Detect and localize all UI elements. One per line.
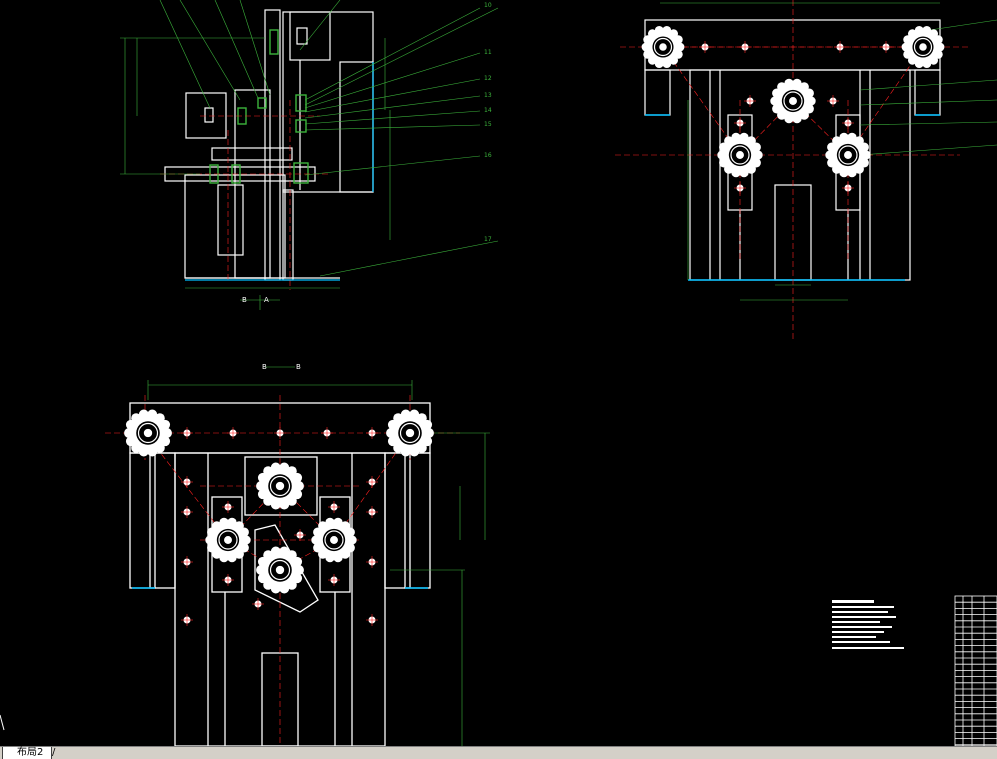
sprocket-icon: [770, 78, 816, 124]
bolt-hole: [274, 427, 286, 439]
sprocket-icon: [205, 517, 251, 563]
bolt-hole: [181, 506, 193, 518]
bolt-hole: [366, 556, 378, 568]
leader-label: 16: [484, 152, 492, 159]
leader-label: 12: [484, 75, 492, 82]
leader-label: 15: [484, 121, 492, 128]
bolt-hole: [366, 476, 378, 488]
bolt-hole: [827, 95, 839, 107]
crosshair-cursor-icon: [0, 714, 5, 731]
bolt-hole: [842, 182, 854, 194]
sprocket-icon: [641, 26, 685, 68]
bolt-hole: [699, 41, 711, 53]
leader-label: 11: [484, 49, 492, 56]
leader-label: 13: [484, 92, 492, 99]
front-view-dimensions: [660, 2, 997, 301]
sprocket-icon: [825, 132, 871, 178]
bolt-hole-group: [181, 41, 892, 626]
tab-divider: /: [52, 747, 56, 758]
bolt-hole: [842, 117, 854, 129]
sprocket-group: [124, 26, 945, 594]
bolt-hole: [734, 117, 746, 129]
bolt-hole: [366, 614, 378, 626]
sprocket-icon: [717, 132, 763, 178]
bolt-hole: [252, 598, 264, 610]
side-view-leaders: [120, 0, 499, 310]
side-view-top-left: [164, 9, 374, 281]
bolt-hole: [321, 427, 333, 439]
tab-layout2[interactable]: 布局2: [2, 747, 53, 759]
bolt-hole: [834, 41, 846, 53]
bolt-hole: [328, 574, 340, 586]
section-title-left: B: [262, 363, 267, 371]
bolt-hole: [744, 95, 756, 107]
bolt-hole: [880, 41, 892, 53]
technical-requirements-note: [832, 600, 904, 649]
bolt-hole: [181, 556, 193, 568]
sprocket-icon: [124, 409, 172, 457]
bolt-hole: [222, 574, 234, 586]
section-view-dimensions: [147, 366, 490, 746]
sprocket-icon: [386, 409, 434, 457]
bolt-hole: [739, 41, 751, 53]
layout-tab-bar: 布局2 /: [0, 746, 997, 759]
section-label-a: A: [264, 296, 269, 304]
sprocket-icon: [901, 26, 945, 68]
bolt-hole: [366, 506, 378, 518]
section-label-b: B: [242, 296, 247, 304]
bolt-hole: [328, 501, 340, 513]
sprocket-icon: [256, 462, 304, 510]
side-view-leader-labels: 10 11 12 13 14 15 16 17 B A: [242, 2, 492, 304]
leader-label: 17: [484, 236, 492, 243]
bolt-hole: [222, 501, 234, 513]
parts-list-table: [954, 595, 997, 746]
leader-label: 10: [484, 2, 492, 9]
bolt-hole: [294, 529, 306, 541]
bolt-hole: [181, 427, 193, 439]
bolt-hole: [181, 614, 193, 626]
leader-label: 14: [484, 107, 492, 114]
sprocket-icon: [256, 546, 304, 594]
bolt-hole: [366, 427, 378, 439]
front-view-hatch: [645, 114, 940, 281]
bolt-hole: [734, 182, 746, 194]
section-view-title: B B: [262, 363, 301, 371]
section-title-right: B: [296, 363, 301, 371]
side-view-hatch: [185, 62, 374, 281]
front-view-top-right: [644, 19, 941, 281]
bolt-hole: [181, 476, 193, 488]
sprocket-icon: [311, 517, 357, 563]
bolt-hole: [227, 427, 239, 439]
